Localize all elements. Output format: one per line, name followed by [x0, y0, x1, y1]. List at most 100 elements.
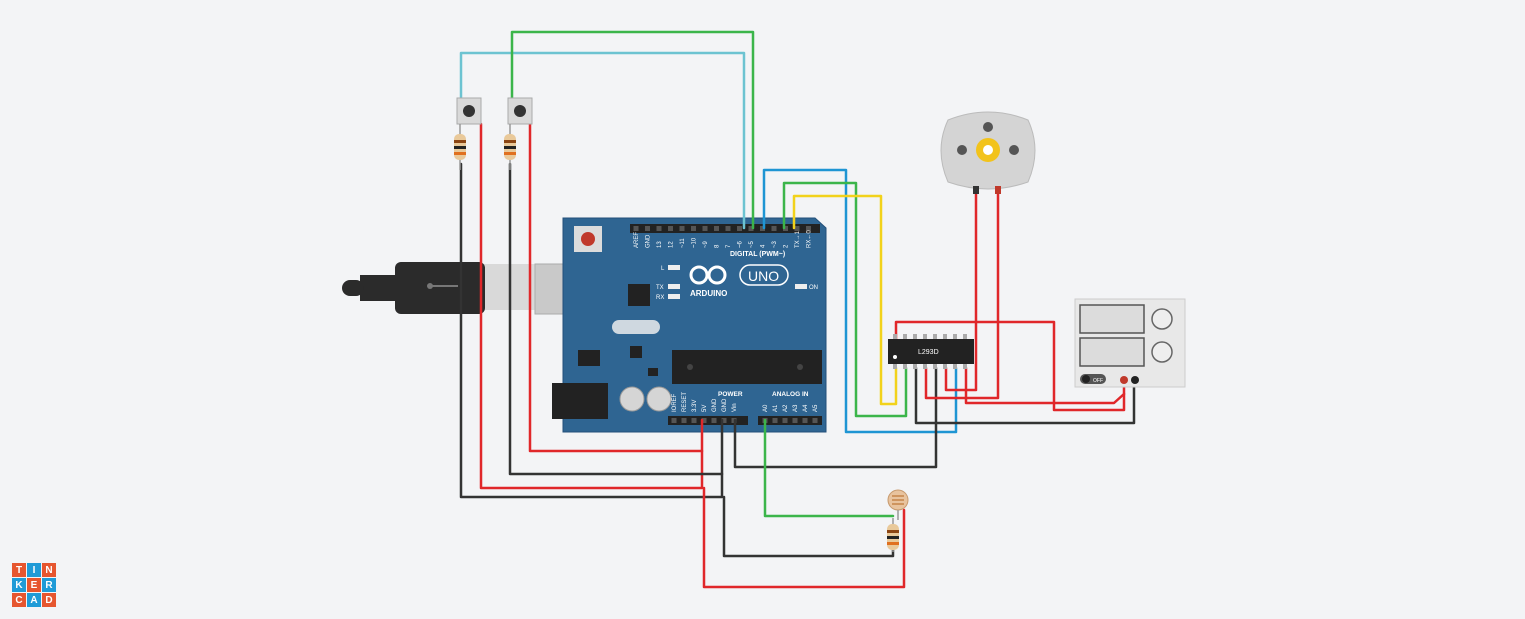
power-pin-hole[interactable]	[711, 418, 717, 423]
power-pin-hole[interactable]	[691, 418, 697, 423]
power-header[interactable]	[668, 416, 748, 425]
digital-pin-hole[interactable]	[760, 226, 765, 231]
digital-pin-hole[interactable]	[668, 226, 673, 231]
analog-pin-hole[interactable]	[772, 418, 778, 423]
wire-button2-signal[interactable]	[510, 30, 755, 230]
digital-pin-hole[interactable]	[656, 226, 662, 231]
digital-header[interactable]	[630, 224, 820, 233]
wire-button1-signal[interactable]	[459, 51, 746, 230]
wire-motor-red[interactable]	[924, 188, 1000, 400]
voltage-knob[interactable]	[1151, 308, 1173, 330]
wire-5v-ldr[interactable]	[702, 486, 906, 589]
driver-pin[interactable]	[913, 334, 917, 339]
digital-pin-hole[interactable]	[725, 226, 731, 231]
negative-terminal[interactable]	[1131, 376, 1139, 384]
digital-pin-label: GND	[646, 234, 652, 248]
wire-supply-gnd[interactable]	[914, 366, 1136, 425]
driver-pin[interactable]	[903, 364, 907, 369]
driver-pin[interactable]	[923, 334, 927, 339]
driver-pin[interactable]	[893, 334, 897, 339]
push-button-2[interactable]	[507, 97, 533, 125]
analog-pin-hole[interactable]	[812, 418, 818, 423]
digital-pin-hole[interactable]	[702, 226, 708, 231]
current-knob[interactable]	[1151, 341, 1173, 363]
resistor-button-1[interactable]	[454, 124, 466, 170]
digital-pin-hole[interactable]	[806, 226, 811, 231]
analog-pin-label: A2	[783, 404, 789, 412]
voltage-regulator	[578, 350, 600, 366]
driver-pin[interactable]	[943, 364, 947, 369]
digital-pin-hole[interactable]	[748, 226, 754, 231]
wire-gnd-driver[interactable]	[733, 366, 938, 469]
analog-pin-hole[interactable]	[802, 418, 808, 423]
driver-pin[interactable]	[953, 364, 957, 369]
driver-pin[interactable]	[933, 364, 937, 369]
power-pin-hole[interactable]	[701, 418, 707, 423]
dc-motor[interactable]	[940, 111, 1036, 194]
wire-motor-black[interactable]	[944, 188, 978, 392]
resistor-button-2[interactable]	[504, 124, 516, 170]
digital-pin-label: ~10	[692, 237, 698, 248]
driver-pin[interactable]	[893, 364, 897, 369]
wire-supply-vcc[interactable]	[894, 320, 1126, 412]
driver-pin[interactable]	[913, 364, 917, 369]
push-button-1[interactable]	[456, 97, 482, 125]
power-pin-hole[interactable]	[681, 418, 687, 423]
driver-pin[interactable]	[953, 334, 957, 339]
wire-button2-gnd[interactable]	[508, 162, 724, 476]
analog-pin-hole[interactable]	[792, 418, 798, 423]
l293d-driver-chip[interactable]: L293D	[888, 334, 974, 369]
positive-terminal[interactable]	[1120, 376, 1128, 384]
power-supply[interactable]: OFF	[1074, 298, 1186, 388]
wire-button1-5v[interactable]	[479, 122, 704, 490]
led-tx-label: TX	[656, 285, 664, 291]
digital-pin-hole[interactable]	[691, 226, 696, 231]
digital-pin-hole[interactable]	[771, 226, 777, 231]
digital-pin-label: 7	[726, 244, 732, 248]
driver-pin[interactable]	[963, 334, 967, 339]
reset-button[interactable]	[574, 226, 602, 252]
driver-pin[interactable]	[903, 334, 907, 339]
wire-pin3-driver[interactable]	[782, 181, 908, 418]
power-switch[interactable]: OFF	[1080, 374, 1106, 384]
resistor-ldr[interactable]	[887, 518, 899, 552]
analog-header[interactable]	[758, 416, 822, 425]
driver-pin[interactable]	[933, 334, 937, 339]
logo-letter: A	[27, 593, 41, 607]
led-rx-label: RX	[656, 295, 664, 301]
wire-supply-vcc2[interactable]	[964, 366, 1126, 405]
dc-power-jack[interactable]	[552, 383, 608, 419]
wire-gnd-ldr-resistor[interactable]	[722, 495, 895, 558]
wire-pin5-driver[interactable]	[762, 168, 958, 434]
digital-pin-hole[interactable]	[737, 226, 742, 231]
arduino-uno-board[interactable]: DIGITAL (PWM~) POWER ANALOG IN ARDUINO U…	[552, 217, 827, 433]
wires[interactable]	[459, 30, 1136, 589]
digital-pin-hole[interactable]	[714, 226, 719, 231]
wire-pin2-driver[interactable]	[792, 194, 898, 406]
digital-pin-hole[interactable]	[645, 226, 650, 231]
digital-pin-hole[interactable]	[794, 226, 800, 231]
power-pin-hole[interactable]	[721, 418, 727, 423]
arduino-infinity-logo	[689, 265, 727, 285]
digital-pin-hole[interactable]	[783, 226, 788, 231]
driver-pin[interactable]	[923, 364, 927, 369]
power-pin-label: IOREF	[672, 393, 678, 412]
analog-pin-label: A4	[803, 404, 809, 412]
photoresistor[interactable]	[887, 489, 909, 520]
wire-button2-5v[interactable]	[528, 122, 704, 453]
power-pin-hole[interactable]	[671, 418, 677, 423]
power-header-label: POWER	[718, 391, 743, 398]
digital-pin-label: 2	[784, 244, 790, 248]
analog-pin-hole[interactable]	[782, 418, 788, 423]
driver-pin[interactable]	[963, 364, 967, 369]
driver-pin[interactable]	[943, 334, 947, 339]
wire-button1-gnd[interactable]	[459, 162, 724, 499]
led-tx	[668, 284, 680, 289]
wire-a0-ldr[interactable]	[763, 418, 895, 518]
digital-pin-hole[interactable]	[633, 226, 639, 231]
power-pin-label: Vin	[732, 403, 738, 412]
digital-pin-hole[interactable]	[679, 226, 685, 231]
digital-pin-label: ~6	[738, 240, 744, 248]
